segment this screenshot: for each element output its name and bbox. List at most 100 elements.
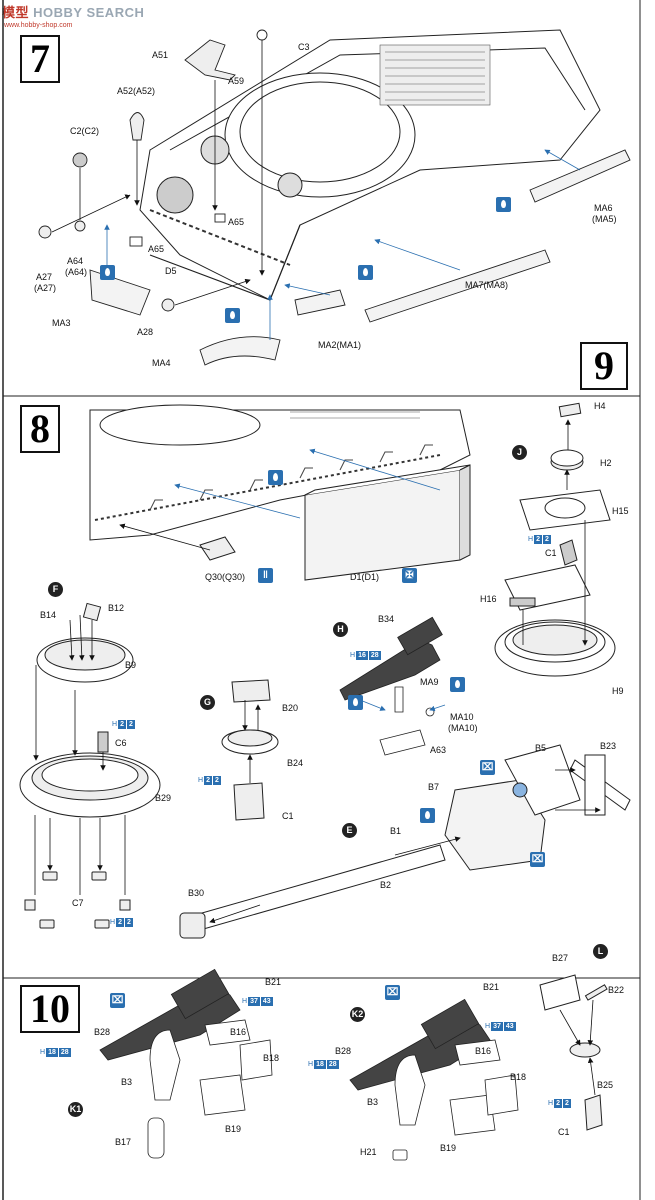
part-label: B25: [597, 1080, 614, 1090]
part-label: C3: [298, 42, 310, 52]
part-label: A65: [148, 244, 165, 254]
part-g-drawing: [221, 679, 279, 821]
clamp-icon: ⌧: [530, 852, 545, 867]
part-label: B3: [367, 1097, 379, 1107]
step-8-number: 8: [20, 405, 60, 453]
cement-icon: [100, 265, 115, 280]
part-label: B20: [282, 703, 299, 713]
part-label: B21: [483, 982, 500, 992]
part-label: H21: [360, 1147, 377, 1157]
hull-side-drawing: [89, 404, 471, 581]
watermark-url: www.hobby-shop.com: [4, 22, 73, 29]
part-label: A51: [152, 50, 169, 60]
cement-icon: [450, 677, 465, 692]
cement-icon: [358, 265, 373, 280]
part-label: D5: [165, 266, 177, 276]
part-label: A63: [430, 745, 447, 755]
part-label: C1: [545, 548, 557, 558]
clamp-icon: ⌧: [480, 760, 495, 775]
part-label: MA6: [594, 203, 613, 213]
cement-icon: [268, 470, 283, 485]
clamp-icon: ⌧: [110, 993, 125, 1008]
part-label: A52(A52): [117, 86, 156, 96]
part-label: (A64): [65, 267, 88, 277]
part-label: B18: [510, 1072, 527, 1082]
part-label: C6: [115, 738, 127, 748]
part-label: B23: [600, 741, 617, 751]
step-10-number: 10: [20, 985, 80, 1033]
part-label: B28: [335, 1046, 352, 1056]
part-label: B14: [40, 610, 57, 620]
part-label: A64: [67, 256, 84, 266]
clamp-icon: ⌧: [385, 985, 400, 1000]
part-label: B29: [155, 793, 172, 803]
part-label: B7: [428, 782, 440, 792]
part-label: MA2(MA1): [318, 340, 362, 350]
part-label: B28: [94, 1027, 111, 1037]
part-label: C2(C2): [70, 126, 100, 136]
part-label: C1: [282, 811, 294, 821]
part-label: MA7(MA8): [465, 280, 509, 290]
k2-drawing: [349, 998, 519, 1161]
part-label: B1: [390, 826, 402, 836]
part-label: B24: [287, 758, 304, 768]
part-label: A59: [228, 76, 245, 86]
part-label: B27: [552, 953, 569, 963]
callout-g: G: [200, 695, 215, 710]
part-e-drawing: [179, 744, 631, 939]
cupola-drawing: [494, 402, 616, 677]
cement-icon: [348, 695, 363, 710]
part-label: (MA10): [448, 723, 478, 733]
part-label: A65: [228, 217, 245, 227]
rotate-icon: ✠: [402, 568, 417, 583]
cement-icon: [496, 197, 511, 212]
part-label: MA10: [450, 712, 474, 722]
align-icon: ǁ: [258, 568, 273, 583]
part-label: Q30(Q30): [205, 572, 246, 582]
part-label: C1: [558, 1127, 570, 1137]
part-label: A28: [137, 327, 154, 337]
l-drawing: [539, 974, 608, 1131]
part-label: H16: [480, 594, 497, 604]
step-7-number: 7: [20, 35, 60, 83]
watermark-logo: 模型 HOBBY SEARCH: [2, 5, 145, 20]
callout-h: H: [333, 622, 348, 637]
part-label: MA4: [152, 358, 171, 368]
part-label: MA9: [420, 677, 439, 687]
step-9-number: 9: [580, 342, 628, 390]
part-label: H9: [612, 686, 624, 696]
part-label: B19: [225, 1124, 242, 1134]
part-label: B17: [115, 1137, 132, 1147]
part-label: B22: [608, 985, 625, 995]
part-label: A27: [36, 272, 53, 282]
part-label: B34: [378, 614, 395, 624]
part-label: B19: [440, 1143, 457, 1153]
callout-k2: K2: [350, 1007, 365, 1022]
part-label: B5: [535, 743, 547, 753]
part-label: H4: [594, 401, 606, 411]
part-label: B16: [475, 1046, 492, 1056]
part-label: D1(D1): [350, 572, 380, 582]
part-label: (MA5): [592, 214, 617, 224]
part-label: B18: [263, 1053, 280, 1063]
callout-k1: K1: [68, 1102, 83, 1117]
part-label: B21: [265, 977, 282, 987]
part-label: B2: [380, 880, 392, 890]
part-label: B3: [121, 1077, 133, 1087]
part-label: MA3: [52, 318, 71, 328]
callout-j: J: [512, 445, 527, 460]
callout-e: E: [342, 823, 357, 838]
part-label: C7: [72, 898, 84, 908]
part-label: B30: [188, 888, 205, 898]
